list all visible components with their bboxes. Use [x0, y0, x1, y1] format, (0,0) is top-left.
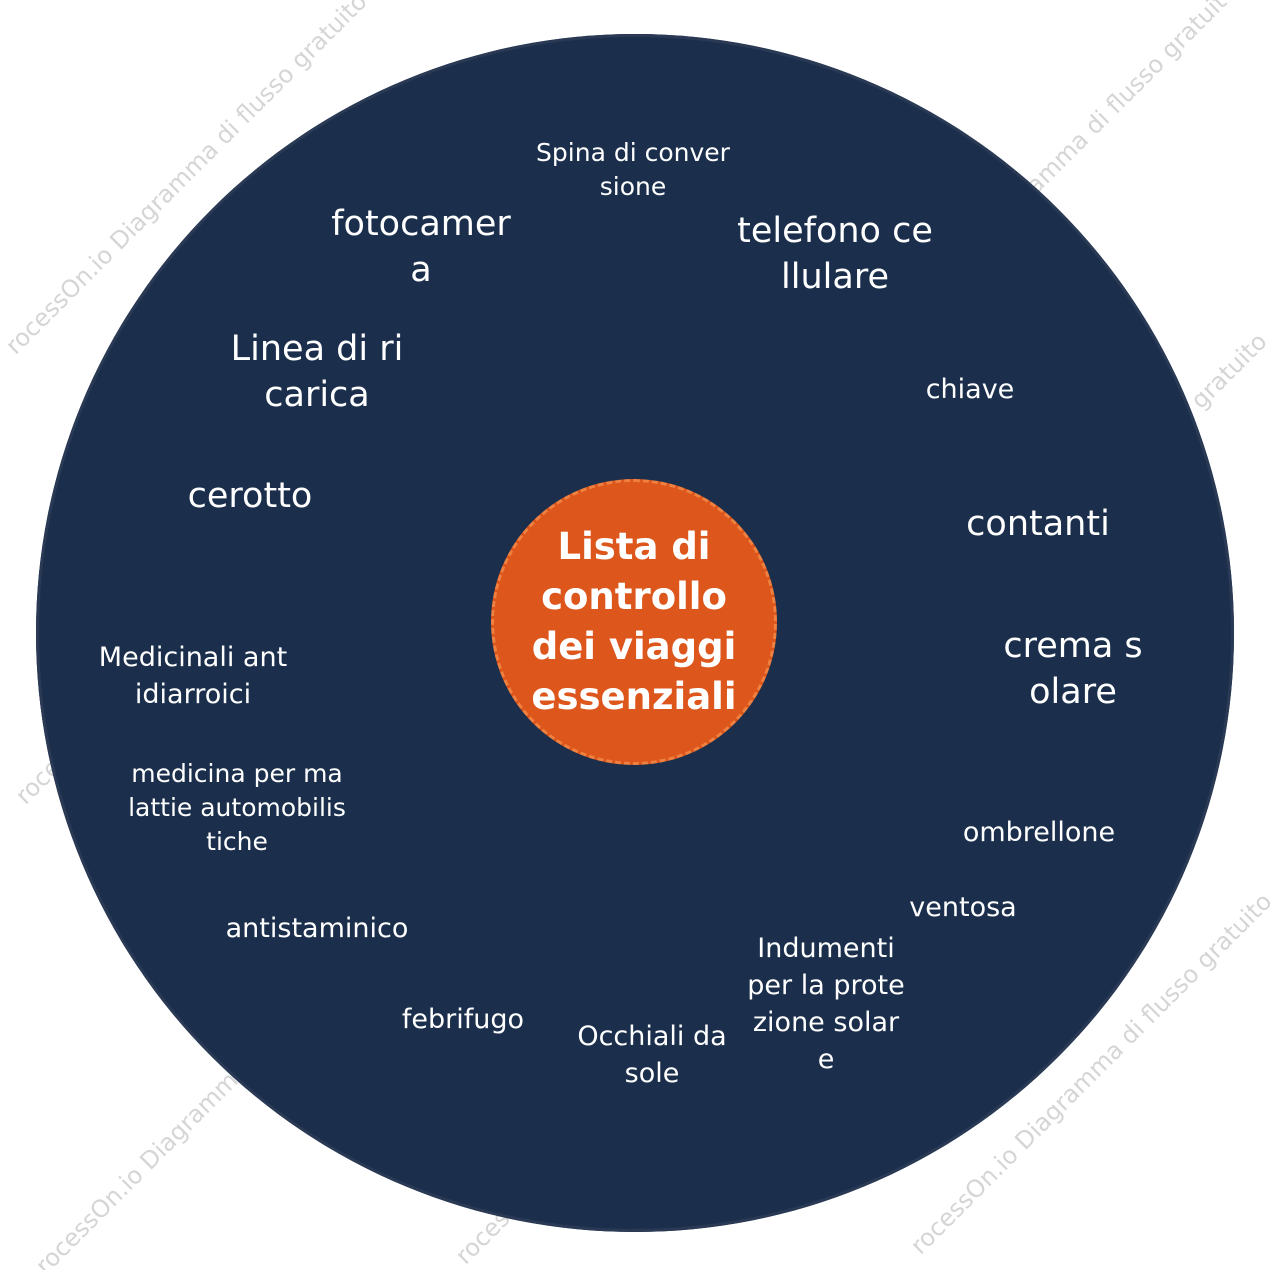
item-medicinali-antidiarroici: Medicinali antidiarroici	[98, 642, 288, 710]
item-febrifugo: febrifugo	[401, 1004, 525, 1035]
item-cerotto: cerotto	[187, 476, 313, 516]
item-fotocamera: fotocamera	[331, 204, 511, 290]
item-indumenti-protezione-solare: Indumenti per la protezione solare	[747, 933, 905, 1075]
center-title: Lista di controllo dei viaggi essenziali	[531, 525, 737, 718]
item-medicina-malattie-automobilistiche: medicina per malattie automobilistiche	[128, 759, 346, 856]
item-antistaminico: antistaminico	[225, 913, 409, 944]
item-linea-di-ricarica: Linea di ricarica	[230, 329, 404, 415]
item-telefono-cellulare: telefono cellulare	[737, 211, 933, 297]
item-occhiali-da-sole: Occhiali da sole	[577, 1021, 727, 1089]
item-crema-solare: crema solare	[1003, 626, 1143, 712]
item-chiave: chiave	[925, 374, 1015, 405]
item-contanti: contanti	[966, 504, 1110, 544]
item-ombrellone: ombrellone	[962, 817, 1116, 848]
center-circle: Lista di controllo dei viaggi essenziali	[491, 479, 777, 765]
item-spina-di-conversione: Spina di conversione	[536, 138, 730, 201]
item-ventosa: ventosa	[909, 892, 1017, 923]
